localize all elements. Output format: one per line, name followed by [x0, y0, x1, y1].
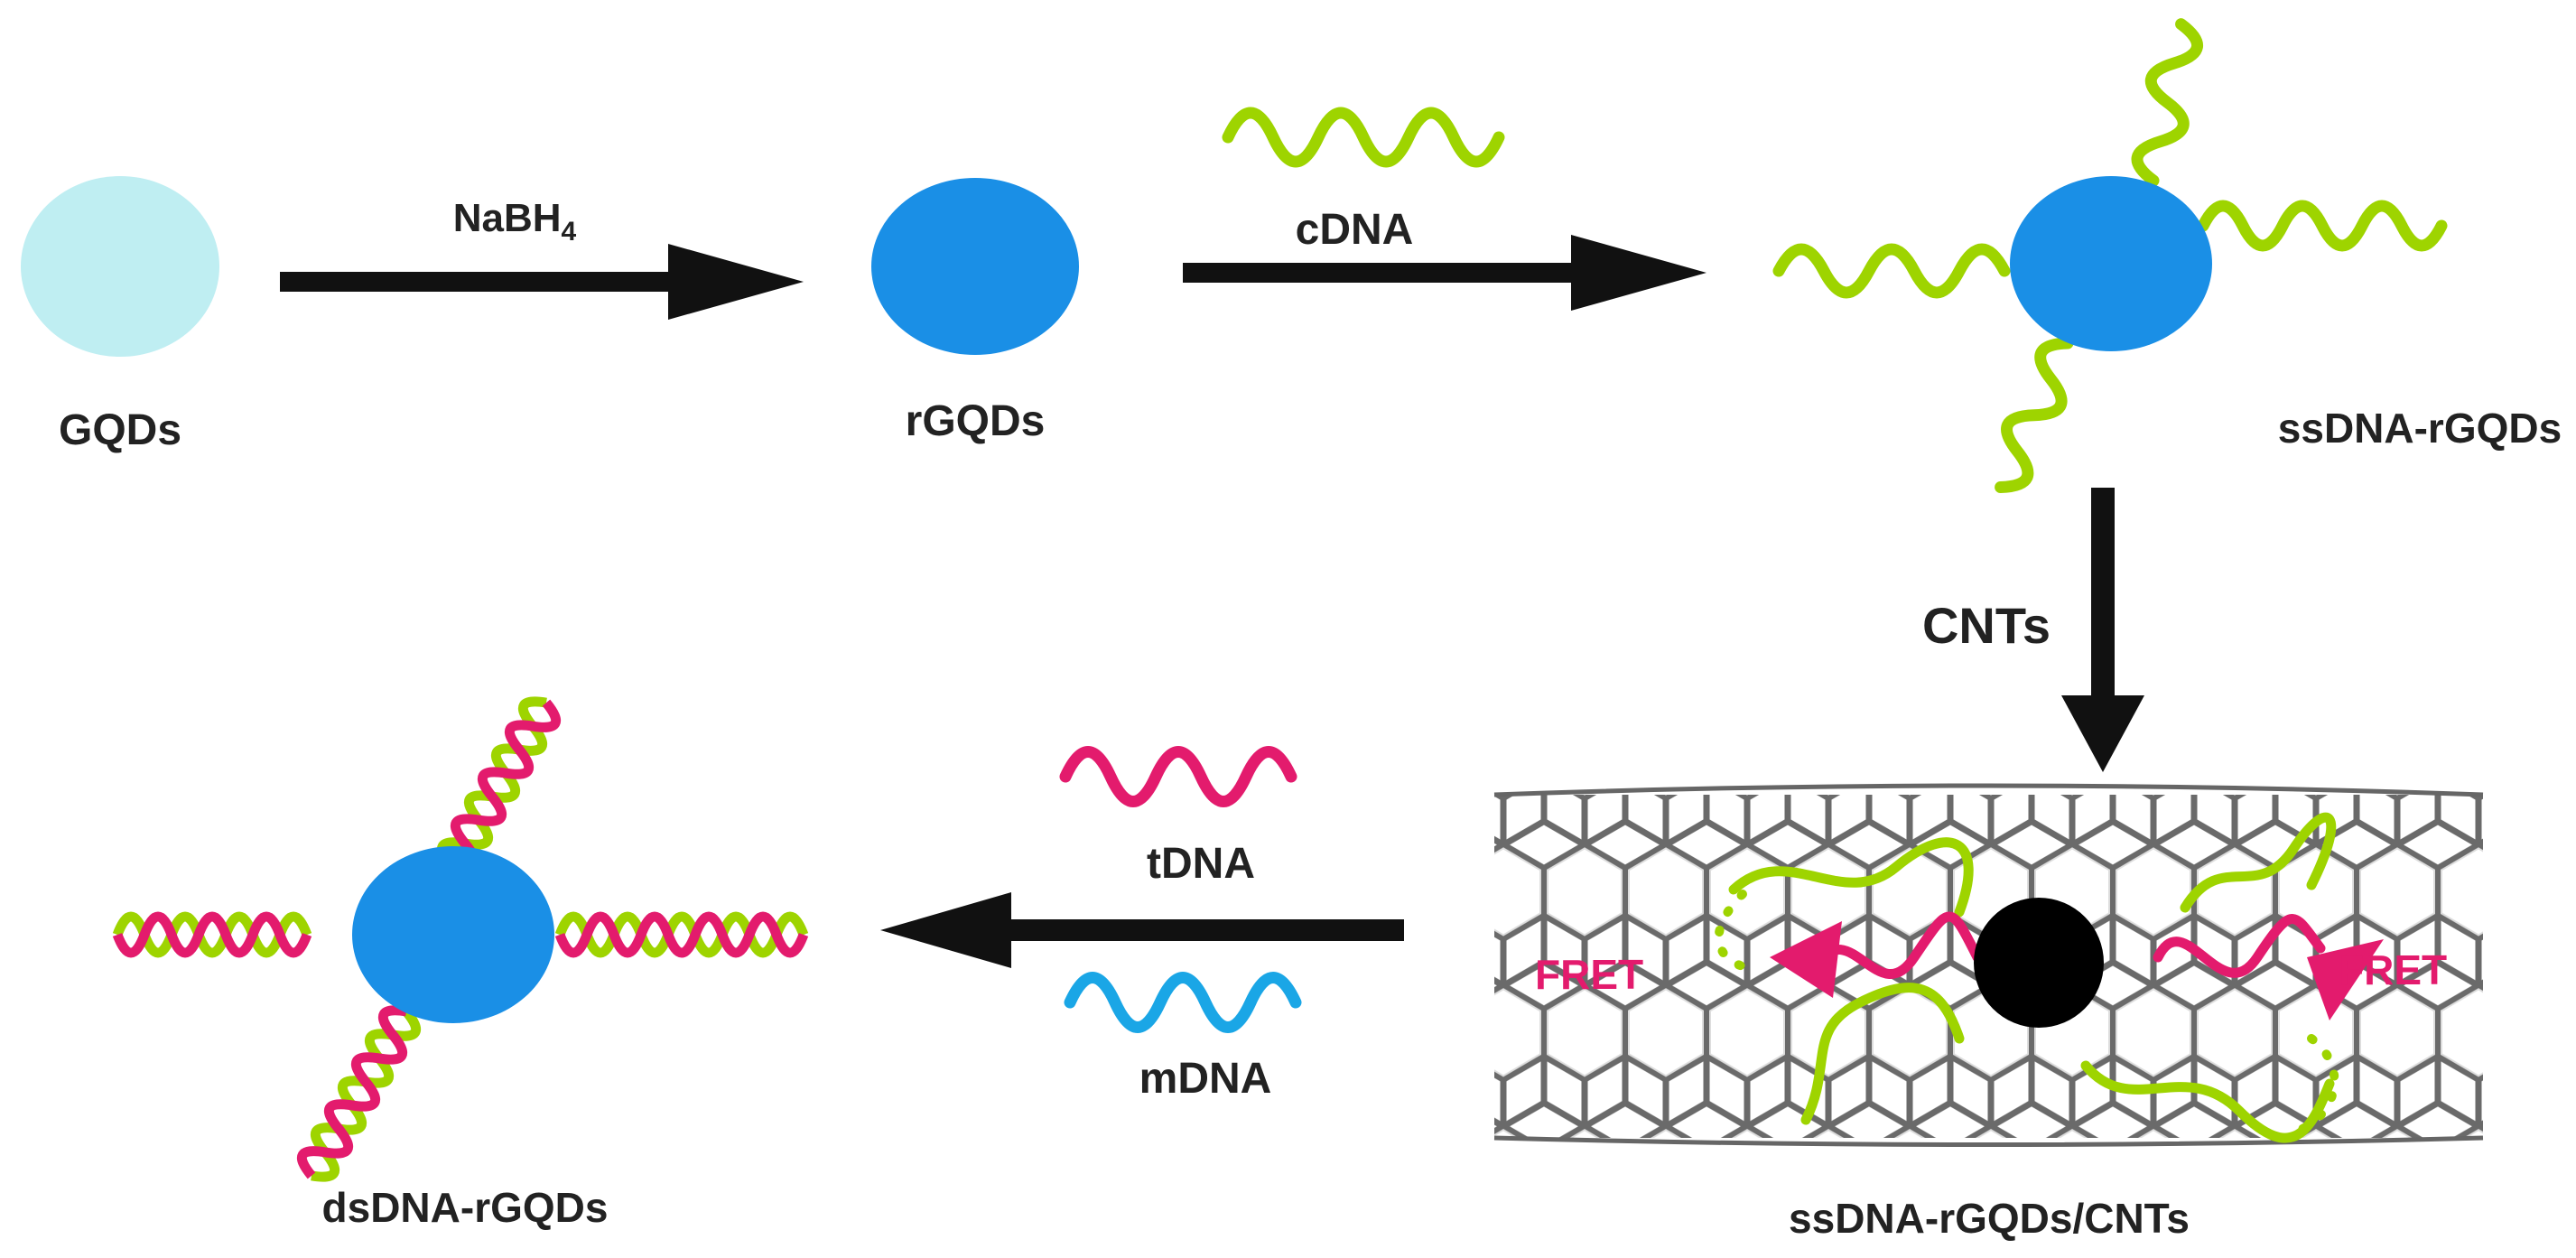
label-nabh4: NaBH4	[453, 196, 577, 247]
label-gqds: GQDs	[59, 406, 181, 454]
arrow-hybridization	[1183, 235, 1706, 311]
arrow-target-binding	[880, 892, 1404, 968]
label-dsdna-rgqds: dsDNA-rGQDs	[322, 1184, 609, 1231]
arrow-reduction	[280, 244, 804, 320]
tdna-strand-icon	[1059, 746, 1297, 807]
label-ssdna-rgqds: ssDNA-rGQDs	[2278, 405, 2562, 452]
label-fret-left: FRET	[1535, 951, 1643, 998]
rgqd-particle	[871, 178, 1079, 355]
quenched-rgqd	[1974, 898, 2104, 1028]
label-tdna: tDNA	[1147, 840, 1255, 888]
label-ssdna-rgqds-cnts: ssDNA-rGQDs/CNTs	[1789, 1195, 2190, 1242]
gqd-particle	[21, 176, 219, 357]
label-rgqds: rGQDs	[906, 397, 1046, 445]
mdna-strand-icon	[1064, 972, 1302, 1033]
cdna-strand-icon	[1222, 107, 1505, 168]
fret-arrowhead-left	[1770, 921, 1842, 998]
label-mdna: mDNA	[1139, 1055, 1272, 1103]
cnt-panel: FRET FRET	[1493, 783, 2484, 1147]
dsdna-rgqd-complex	[112, 696, 809, 1182]
arrow-cnt-adsorption	[2061, 488, 2144, 772]
label-fret-right: FRET	[2339, 946, 2447, 993]
label-cnts: CNTs	[1922, 597, 2051, 654]
label-cdna: cDNA	[1296, 206, 1414, 254]
ssdna-rgqd-complex	[1772, 18, 2448, 494]
fret-arrowhead-right	[2307, 939, 2384, 1020]
